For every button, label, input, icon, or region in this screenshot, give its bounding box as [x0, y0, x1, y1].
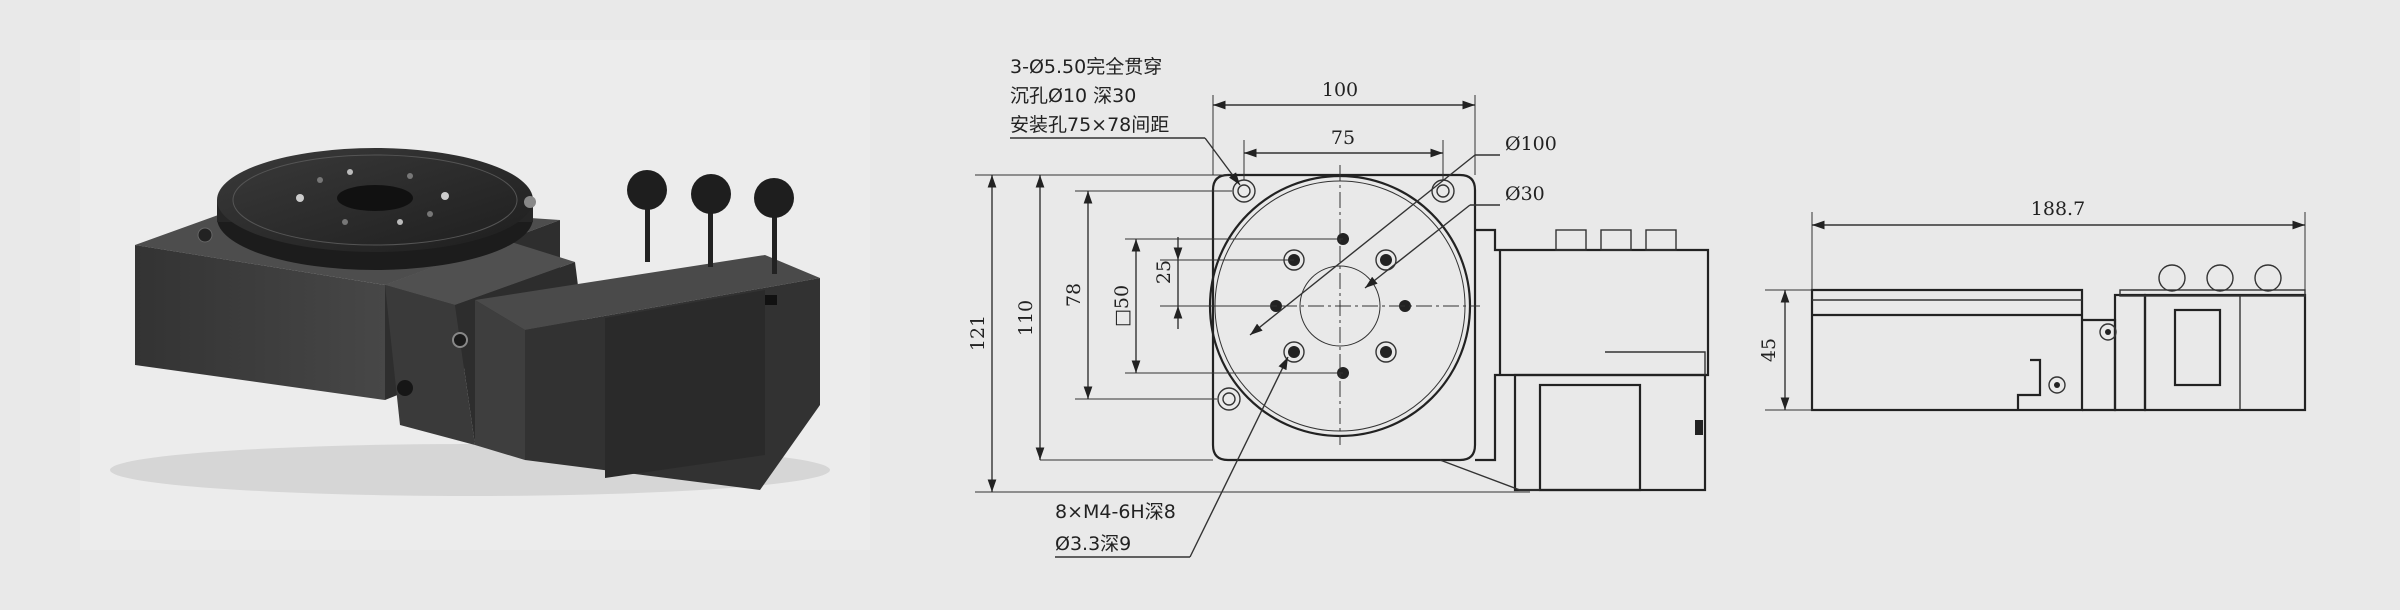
dim-square-pattern: □50 [1111, 285, 1133, 327]
note-through-hole: 3-Ø5.50完全贯穿 [1010, 56, 1162, 78]
dim-height-overall: 121 [967, 315, 989, 351]
side-motor [2143, 293, 2307, 412]
connector-slot [765, 295, 777, 305]
connector-2 [2206, 264, 2234, 292]
motor-block [1439, 228, 1710, 492]
dim-offset: 25 [1153, 260, 1175, 284]
dim-height-body: 110 [1015, 300, 1037, 336]
note-drill-depth: Ø3.3深9 [1055, 533, 1131, 555]
dim-height: 45 [1758, 338, 1780, 362]
corner-holes [1217, 179, 1455, 411]
center-bore [337, 185, 413, 211]
front-view: 100 75 121 110 78 □50 25 Ø100 Ø30 [967, 56, 1710, 558]
table-holes [1270, 233, 1411, 379]
dim-height-holes: 78 [1063, 283, 1085, 307]
dim-length: 188.7 [2031, 198, 2085, 220]
rotary-table [197, 148, 536, 270]
base-outline [1211, 173, 1477, 462]
motor-housing [385, 240, 820, 490]
side-base [1810, 288, 2084, 412]
note-counterbore: 沉孔Ø10 深30 [1010, 85, 1136, 107]
connector-3 [2254, 264, 2282, 292]
side-screw [452, 332, 468, 348]
dim-dia-center: Ø30 [1505, 183, 1545, 205]
connector-1 [2158, 264, 2186, 292]
dim-width-holes: 75 [1331, 127, 1355, 149]
note-thread-holes: 8×M4-6H深8 [1055, 501, 1176, 523]
sensor-flags [627, 170, 794, 274]
note-mounting-spacing: 安装孔75×78间距 [1010, 114, 1169, 136]
side-view: 188.7 45 [1758, 198, 2307, 412]
dim-width-overall: 100 [1322, 79, 1358, 101]
side-port [397, 380, 413, 396]
dim-dia-table: Ø100 [1505, 133, 1557, 155]
product-render [80, 40, 870, 550]
